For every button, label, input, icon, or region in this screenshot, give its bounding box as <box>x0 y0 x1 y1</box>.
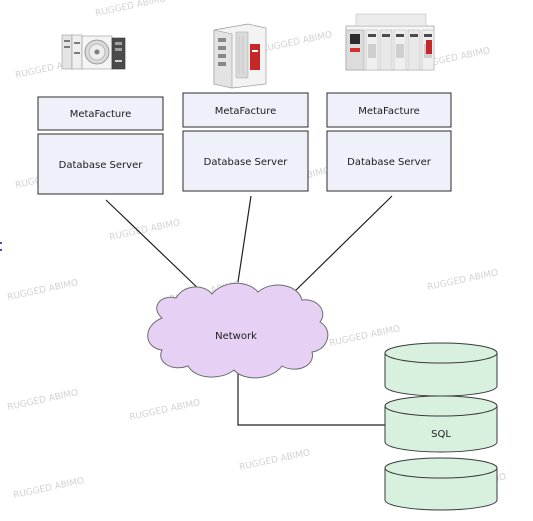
metafacture-label: MetaFacture <box>215 106 277 117</box>
watermark: RUGGED ABIMO <box>95 0 168 19</box>
network-node[interactable]: Network <box>147 282 329 379</box>
watermark: RUGGED ABIMO <box>239 448 312 473</box>
metafacture-box[interactable] <box>37 96 164 131</box>
database-disk-bottom[interactable] <box>384 457 498 511</box>
industrial-controller-icon <box>61 34 126 70</box>
server-stack-2[interactable]: MetaFacture Database Server <box>182 92 309 192</box>
watermark: RUGGED ABIMO <box>261 30 334 55</box>
database-server-label: Database Server <box>59 160 144 171</box>
sql-database-node[interactable]: SQL <box>384 342 498 511</box>
io-rack-icon <box>345 13 435 71</box>
watermark: RUGGED ABIMO <box>129 398 202 423</box>
connector-server1-network <box>105 199 205 295</box>
plc-module-icon <box>213 23 267 89</box>
metafacture-label: MetaFacture <box>358 106 420 117</box>
metafacture-box[interactable] <box>326 92 452 128</box>
metafacture-box[interactable] <box>182 92 309 128</box>
database-server-label: Database Server <box>204 157 289 168</box>
network-label: Network <box>215 331 257 342</box>
edge-marks <box>0 242 2 251</box>
network-cloud-shape[interactable] <box>147 282 329 379</box>
database-server-box[interactable] <box>326 130 452 192</box>
database-server-box[interactable] <box>37 133 164 195</box>
watermark: RUGGED ABIMO <box>7 388 80 413</box>
server-stack-3[interactable]: MetaFacture Database Server <box>326 92 452 192</box>
connector-lines <box>105 195 393 426</box>
metafacture-label: MetaFacture <box>70 109 132 120</box>
watermark: RUGGED ABIMO <box>109 218 182 243</box>
connector-server3-network <box>291 195 393 295</box>
database-disk-top[interactable] <box>384 342 498 397</box>
connector-server2-network <box>237 195 252 283</box>
watermark: RUGGED ABIMO <box>13 476 86 501</box>
sql-label: SQL <box>431 429 451 440</box>
watermark: RUGGED ABIMO <box>329 324 402 349</box>
watermark: RUGGED ABIMO <box>7 278 80 303</box>
watermark: RUGGED ABIMO <box>427 268 500 293</box>
database-disk-middle[interactable] <box>384 395 498 453</box>
database-server-label: Database Server <box>347 157 432 168</box>
server-stack-1[interactable]: MetaFacture Database Server <box>37 96 164 195</box>
database-server-box[interactable] <box>182 130 309 192</box>
connector-network-database <box>237 374 385 426</box>
